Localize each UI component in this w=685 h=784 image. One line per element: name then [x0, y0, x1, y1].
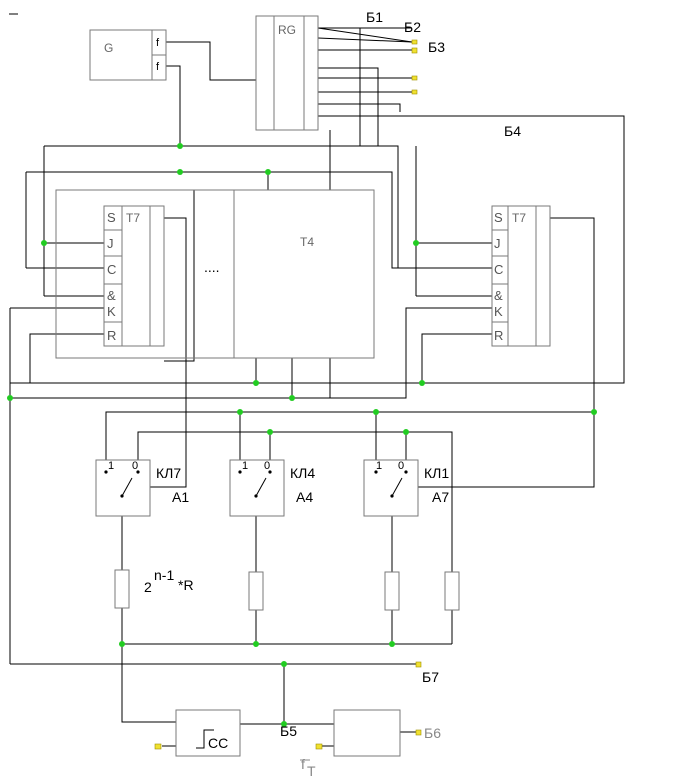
label-a1: A1: [172, 489, 189, 505]
t7-right-label: T7: [512, 211, 526, 225]
label-kl1: КЛ1: [424, 465, 449, 481]
label-b4: Б4: [504, 123, 521, 139]
pin-k: K: [494, 304, 503, 319]
switch-kl7: 1 0: [95, 459, 151, 517]
register-block: RG: [255, 15, 319, 131]
switch-pin-1: 1: [108, 460, 114, 472]
switch-kl4: 1 0: [229, 459, 285, 517]
resistor-formula-base: 2: [144, 579, 152, 595]
pin-k: K: [107, 304, 116, 319]
label-b3: Б3: [428, 39, 445, 55]
pin-r: R: [107, 328, 116, 343]
pin-and: &: [107, 288, 116, 303]
terminals: [154, 39, 422, 750]
switch-pin-0: 0: [264, 460, 270, 472]
t4-block: T4: [233, 189, 375, 359]
label-b1: Б1: [366, 9, 383, 25]
jk-trigger-right: T7 S J C & K R: [491, 205, 551, 347]
comparator-block: CC: [175, 709, 241, 757]
junction-dots: [7, 143, 597, 727]
label-kl4: КЛ4: [290, 465, 315, 481]
pin-c: C: [107, 262, 116, 277]
switch-pin-0: 0: [132, 460, 138, 472]
resistor-1: [114, 569, 130, 609]
pin-r: R: [494, 328, 503, 343]
pin-j: J: [107, 236, 114, 251]
pin-s: S: [494, 210, 503, 225]
label-b6: Б6: [424, 725, 441, 741]
label-b2: Б2: [404, 19, 421, 35]
output-block: [333, 709, 401, 757]
label-ft-t: T: [307, 763, 316, 779]
t7-left-label: T7: [126, 211, 140, 225]
switch-pin-1: 1: [242, 460, 248, 472]
label-ft-f: f: [301, 756, 305, 772]
gen-out-2: f: [156, 61, 160, 73]
pin-s: S: [107, 210, 116, 225]
switch-kl1: 1 0: [363, 459, 419, 517]
jk-trigger-left: T7 S J C & K R: [103, 205, 165, 347]
comparator-label: CC: [208, 735, 228, 751]
resistor-4: [444, 571, 460, 611]
label-kl7: КЛ7: [156, 465, 181, 481]
resistor-3: [384, 571, 400, 611]
register-label: RG: [278, 23, 296, 37]
wires: [9, 27, 625, 747]
resistor-formula-tail: *R: [178, 577, 194, 593]
resistor-2: [248, 571, 264, 611]
label-b7: Б7: [422, 669, 439, 685]
label-a7: A7: [432, 489, 449, 505]
t4-label: T4: [300, 235, 314, 249]
pin-c: C: [494, 262, 503, 277]
pin-j: J: [494, 236, 501, 251]
label-b5: Б5: [280, 723, 297, 739]
gen-out-1: f: [156, 37, 160, 49]
pin-and: &: [494, 288, 503, 303]
resistor-formula-exp: n-1: [154, 567, 174, 583]
ellipsis: ....: [204, 259, 220, 275]
generator-block: G f f: [89, 29, 167, 81]
generator-label: G: [104, 41, 113, 55]
switch-pin-1: 1: [376, 460, 382, 472]
switch-pin-0: 0: [398, 460, 404, 472]
label-a4: A4: [296, 489, 313, 505]
